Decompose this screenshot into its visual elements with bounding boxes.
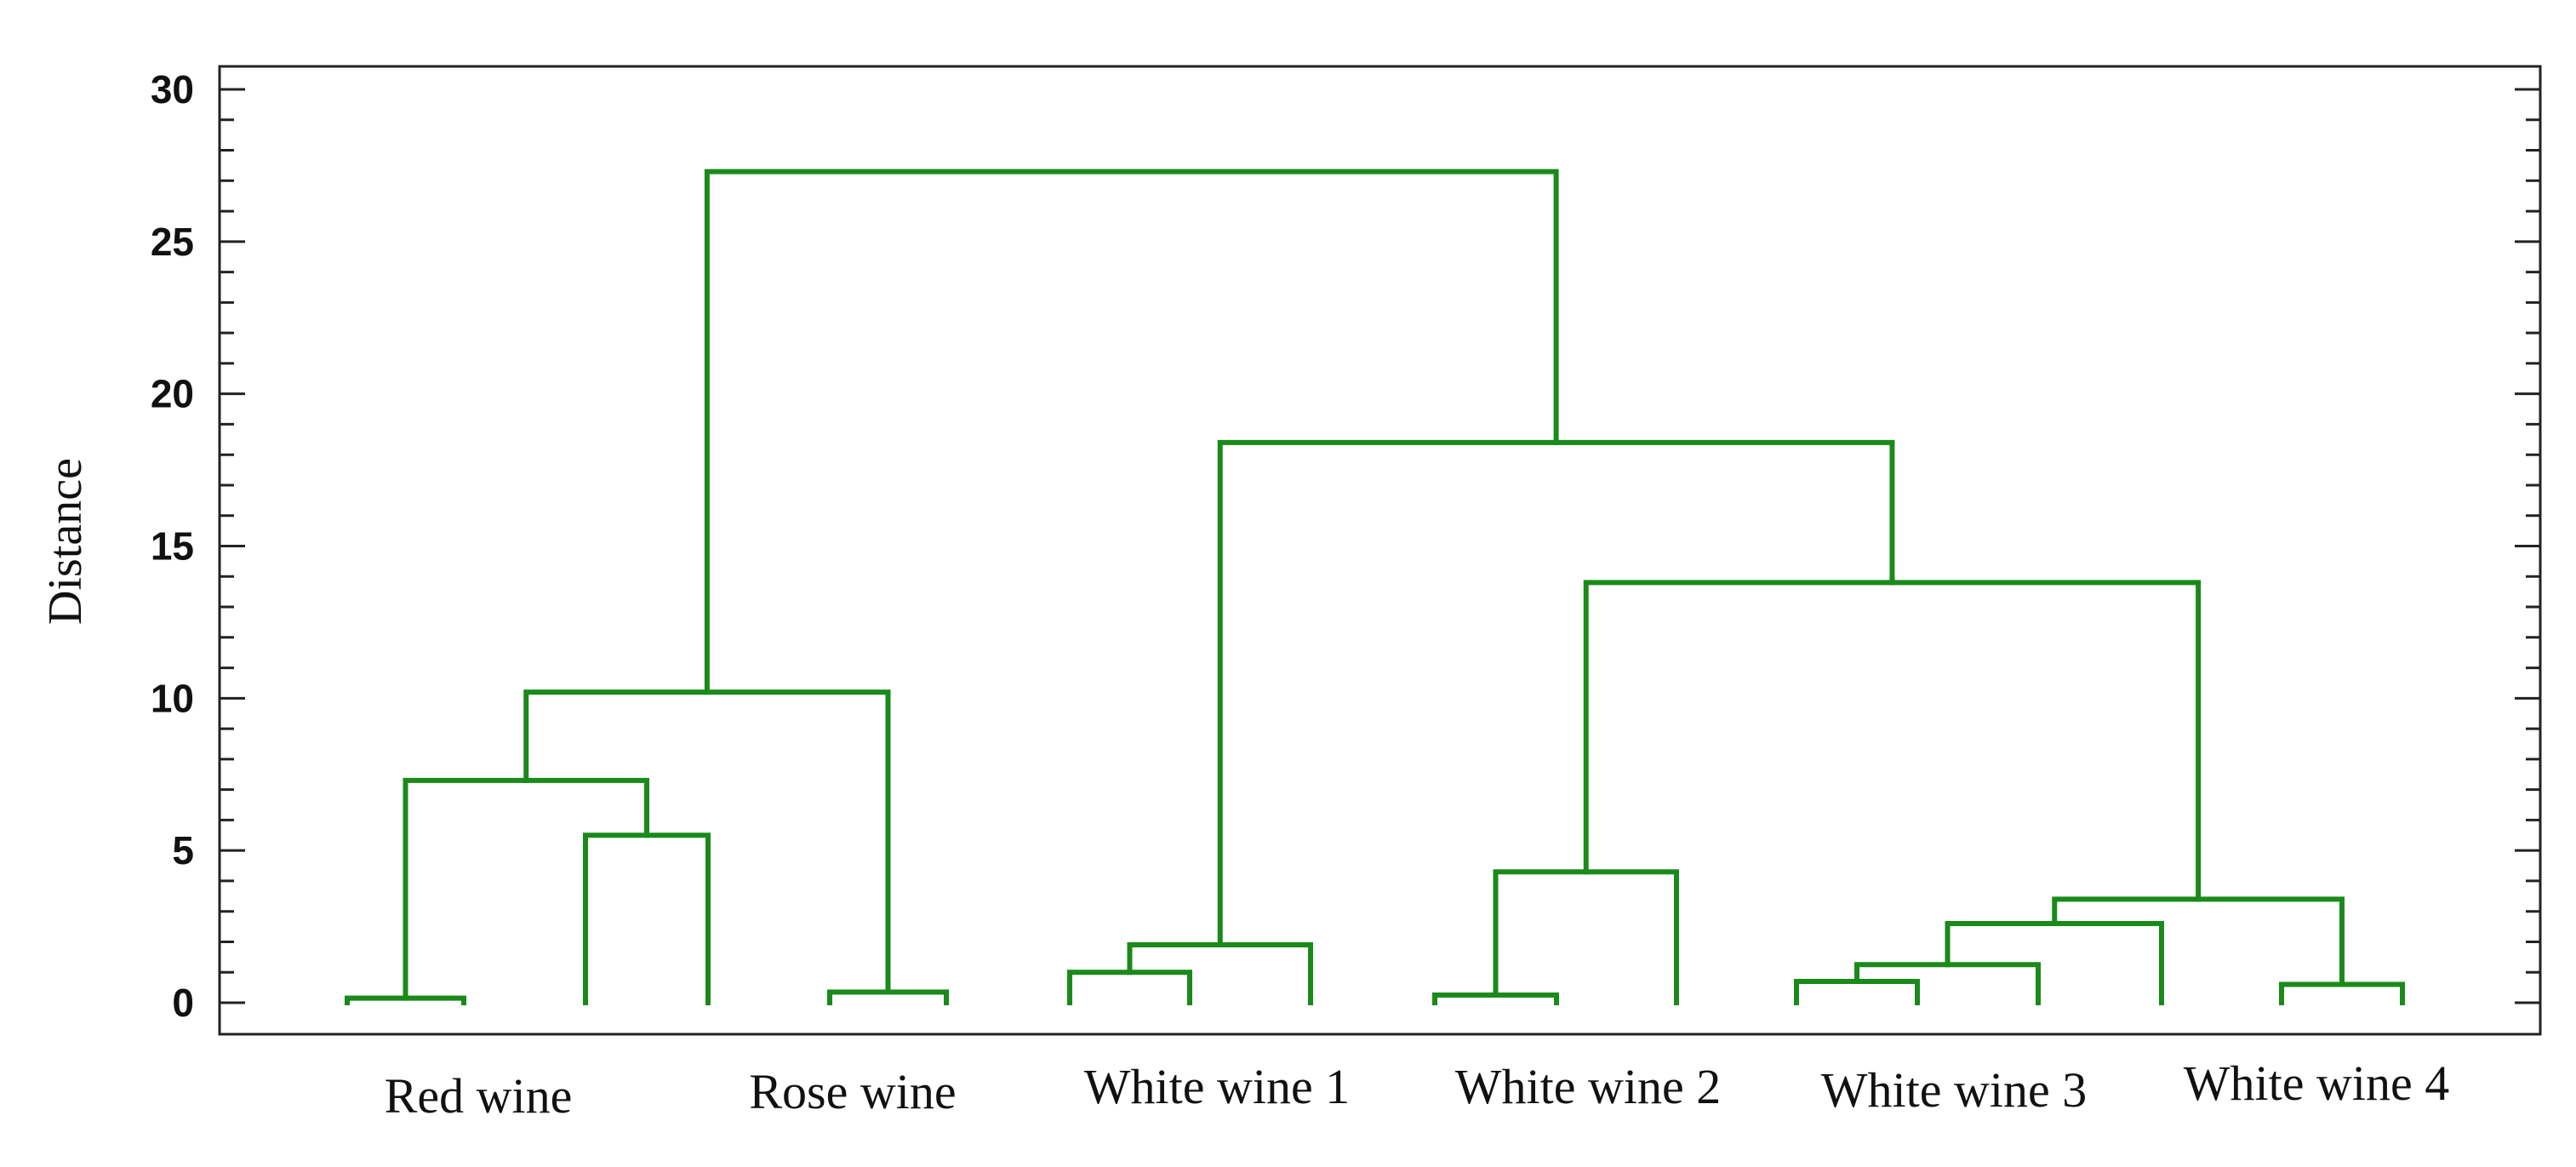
y-axis-tick-labels: 0 5 10 15 20 25 30	[151, 67, 194, 1025]
group-label: White wine 4	[2184, 1055, 2449, 1111]
dendrogram-link	[1493, 869, 1679, 1005]
y-tick-label: 20	[151, 372, 194, 416]
plot-frame	[218, 65, 2542, 1036]
group-label: White wine 2	[1455, 1059, 1721, 1114]
dendrogram-link	[583, 832, 711, 1005]
y-tick-label: 0	[172, 981, 194, 1025]
y-axis-ticks	[220, 88, 2540, 1004]
y-axis-title: Distance	[39, 458, 92, 625]
dendrogram-link	[403, 777, 649, 1001]
dendrogram-link	[2052, 896, 2345, 987]
group-label: White wine 3	[1821, 1062, 2087, 1118]
dendrogram-link	[1583, 580, 2202, 902]
group-label: Rose wine	[749, 1064, 956, 1119]
y-tick-label: 25	[151, 220, 194, 264]
dendrogram-link	[704, 169, 1559, 695]
y-tick-label: 10	[151, 676, 194, 720]
dendrogram-link	[1067, 970, 1192, 1005]
y-tick-label: 5	[172, 828, 194, 872]
dendrogram-link	[1794, 978, 1920, 1005]
y-tick-label: 15	[151, 524, 194, 569]
group-label: Red wine	[385, 1068, 573, 1124]
group-labels: Red wine Rose wine White wine 1 White wine …	[385, 1055, 2450, 1124]
y-tick-label: 30	[151, 67, 194, 112]
group-label: White wine 1	[1084, 1059, 1350, 1114]
dendrogram-links	[345, 169, 2405, 1005]
dendrogram-link	[2279, 981, 2405, 1005]
